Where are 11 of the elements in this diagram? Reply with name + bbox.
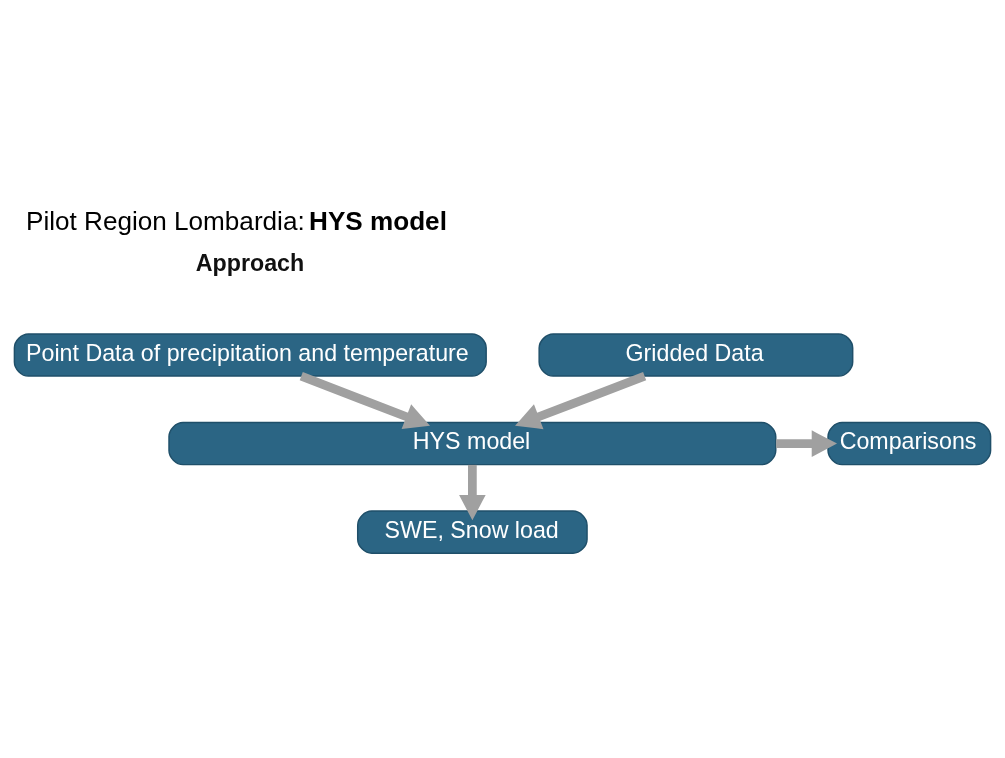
diagram-title: Pilot Region Lombardia: HYS model: [26, 206, 447, 237]
arrow: [299, 372, 431, 430]
arrow: [459, 464, 486, 521]
arrow: [515, 372, 647, 430]
label: Approach: [195, 249, 305, 276]
node-box: Gridded Data: [538, 333, 854, 377]
node-box: Comparisons: [827, 421, 992, 466]
node-box: Point Data of precipitation and temperature: [13, 333, 487, 377]
node-box: HYS model: [168, 421, 777, 466]
node-box: SWE, Snow load: [356, 510, 588, 554]
arrow: [776, 430, 838, 457]
